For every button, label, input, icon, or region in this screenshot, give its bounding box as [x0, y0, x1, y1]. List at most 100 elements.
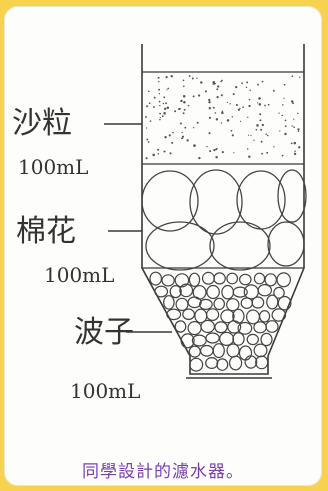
- sand-grain: [255, 128, 258, 131]
- marble: [277, 295, 292, 311]
- sand-grain: [152, 153, 155, 157]
- marble: [221, 284, 235, 300]
- sand-grain: [161, 115, 164, 118]
- sand-grain: [179, 108, 182, 110]
- marble: [265, 320, 279, 333]
- sand-grain: [216, 95, 219, 99]
- marble: [219, 331, 235, 346]
- sand-grain: [297, 130, 300, 133]
- marble: [175, 297, 189, 312]
- sand-grain: [247, 116, 249, 118]
- water-filter-drawing: 沙粒 100mL 棉花 100mL 波子 100mL: [12, 44, 307, 403]
- sand-grain: [284, 132, 287, 136]
- sand-grain: [158, 80, 160, 83]
- label-marbles: 波子: [74, 315, 134, 350]
- filter-container: [141, 44, 305, 379]
- sand-grain: [235, 103, 238, 107]
- sand-grain: [256, 124, 259, 127]
- sand-grain: [170, 75, 173, 78]
- sand-grain: [193, 144, 196, 147]
- sand-grain: [192, 95, 195, 98]
- sand-grain: [221, 112, 224, 115]
- sand-grain: [208, 101, 211, 104]
- sand-grain: [191, 77, 194, 80]
- sand-grain: [266, 151, 269, 154]
- marble: [232, 286, 248, 298]
- sand-grain: [247, 134, 250, 136]
- marble: [253, 272, 266, 285]
- marble: [174, 273, 190, 288]
- sand-grain: [167, 87, 170, 90]
- sand-grain: [292, 102, 295, 105]
- sand-grain: [145, 115, 147, 118]
- marble: [253, 321, 267, 334]
- sand-grain: [178, 108, 181, 111]
- sand-grain: [179, 122, 182, 125]
- sand-grain: [181, 131, 183, 134]
- sand-grain: [182, 112, 185, 115]
- sand-grain: [198, 156, 201, 160]
- sand-grain: [214, 112, 217, 114]
- marble: [200, 344, 214, 357]
- sand-grain: [196, 77, 198, 79]
- sand-grain: [147, 90, 150, 93]
- marble: [276, 272, 291, 288]
- sand-grain: [182, 79, 185, 82]
- sand-grain: [237, 108, 241, 111]
- sand-grain: [159, 112, 161, 115]
- marble: [214, 321, 228, 334]
- marble: [257, 284, 272, 297]
- marble: [232, 332, 245, 346]
- image-card: 沙粒 100mL 棉花 100mL 波子 100mL 同學設計的濾水器。: [4, 6, 322, 486]
- sand-grain: [146, 138, 149, 141]
- marble: [271, 308, 287, 322]
- marble: [189, 357, 204, 372]
- sand-grain: [297, 128, 300, 131]
- sand-grain: [183, 108, 186, 111]
- sand-layer: [145, 75, 301, 160]
- marble: [174, 320, 187, 333]
- label-leaders: [104, 123, 172, 333]
- cotton-layer: [141, 169, 307, 271]
- volume-marbles: 100mL: [70, 379, 140, 403]
- sand-grain: [258, 97, 261, 100]
- sand-grain: [281, 154, 284, 157]
- sand-grain: [159, 104, 161, 107]
- sand-grain: [253, 139, 255, 141]
- marble: [206, 284, 220, 300]
- marble: [266, 294, 279, 310]
- marble: [180, 333, 195, 349]
- marble: [198, 298, 213, 310]
- sand-grain: [248, 155, 251, 158]
- sand-grain: [284, 125, 287, 128]
- sand-grain: [229, 103, 231, 105]
- sand-grain: [196, 121, 199, 124]
- sand-grain: [283, 97, 285, 99]
- sand-grain: [283, 83, 286, 86]
- sand-grain: [242, 106, 244, 108]
- label-sand: 沙粒: [12, 106, 72, 141]
- sand-grain: [258, 103, 262, 106]
- marble: [166, 308, 182, 321]
- sand-grain: [163, 107, 167, 110]
- sand-grain: [291, 75, 294, 78]
- sand-grain: [158, 93, 160, 95]
- sand-grain: [193, 127, 195, 129]
- sand-grain: [221, 151, 224, 154]
- marble: [226, 272, 239, 285]
- sand-grain: [261, 80, 264, 83]
- sand-grain: [246, 148, 249, 150]
- sand-grain: [291, 125, 293, 127]
- marble: [246, 333, 259, 346]
- sand-grain: [259, 113, 262, 116]
- sand-grain: [148, 102, 151, 105]
- sand-grain: [226, 101, 228, 104]
- marble: [213, 297, 225, 311]
- sand-grain: [293, 126, 295, 129]
- marble: [227, 320, 242, 334]
- sand-grain: [261, 123, 264, 127]
- sand-grain: [188, 75, 191, 77]
- sand-grain: [181, 137, 183, 140]
- sand-grain: [197, 94, 201, 97]
- sand-grain: [264, 104, 266, 107]
